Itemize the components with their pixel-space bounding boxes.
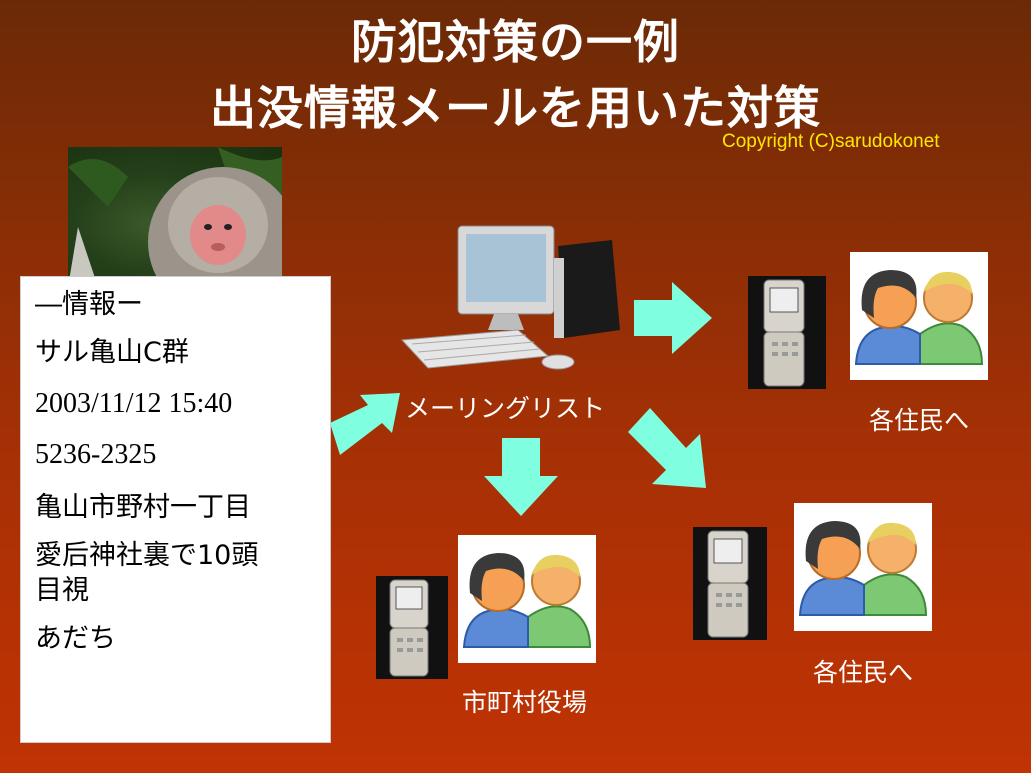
phone-icon xyxy=(748,276,826,389)
city-office-label: 市町村役場 xyxy=(462,688,588,717)
arrow-icon xyxy=(484,438,558,516)
arrow-icon xyxy=(330,393,400,455)
monkey-photo xyxy=(68,147,282,287)
info-datetime: 2003/11/12 15:40 xyxy=(35,387,233,419)
phone-icon xyxy=(693,527,767,640)
people-icon xyxy=(850,252,988,380)
residents-label-2: 各住民へ xyxy=(813,658,914,687)
info-code: 5236-2325 xyxy=(35,439,157,471)
info-detail-line1: 愛后神社裏で10頭 xyxy=(35,540,259,572)
slide-title-line1: 防犯対策の一例 xyxy=(351,15,680,69)
info-heading: ―情報ー xyxy=(35,289,143,320)
arrow-icon xyxy=(634,282,712,354)
copyright-notice: Copyright (C)sarudokonet xyxy=(722,131,940,152)
slide-title-line2: 出没情報メールを用いた対策 xyxy=(210,81,821,135)
info-address: 亀山市野村一丁目 xyxy=(35,491,251,523)
people-icon xyxy=(458,535,596,663)
info-card: ―情報ー サル亀山C群 2003/11/12 15:40 5236-2325 亀… xyxy=(20,276,331,743)
info-detail-line2: 目視 xyxy=(35,574,89,606)
residents-label-1: 各住民へ xyxy=(869,406,970,435)
phone-icon xyxy=(376,576,448,679)
info-group: サル亀山C群 xyxy=(35,337,189,369)
arrow-icon xyxy=(628,408,706,488)
computer-icon xyxy=(400,225,620,370)
info-reporter: あだち xyxy=(35,623,116,655)
people-icon xyxy=(794,503,932,631)
mailing-list-label: メーリングリスト xyxy=(405,394,606,423)
